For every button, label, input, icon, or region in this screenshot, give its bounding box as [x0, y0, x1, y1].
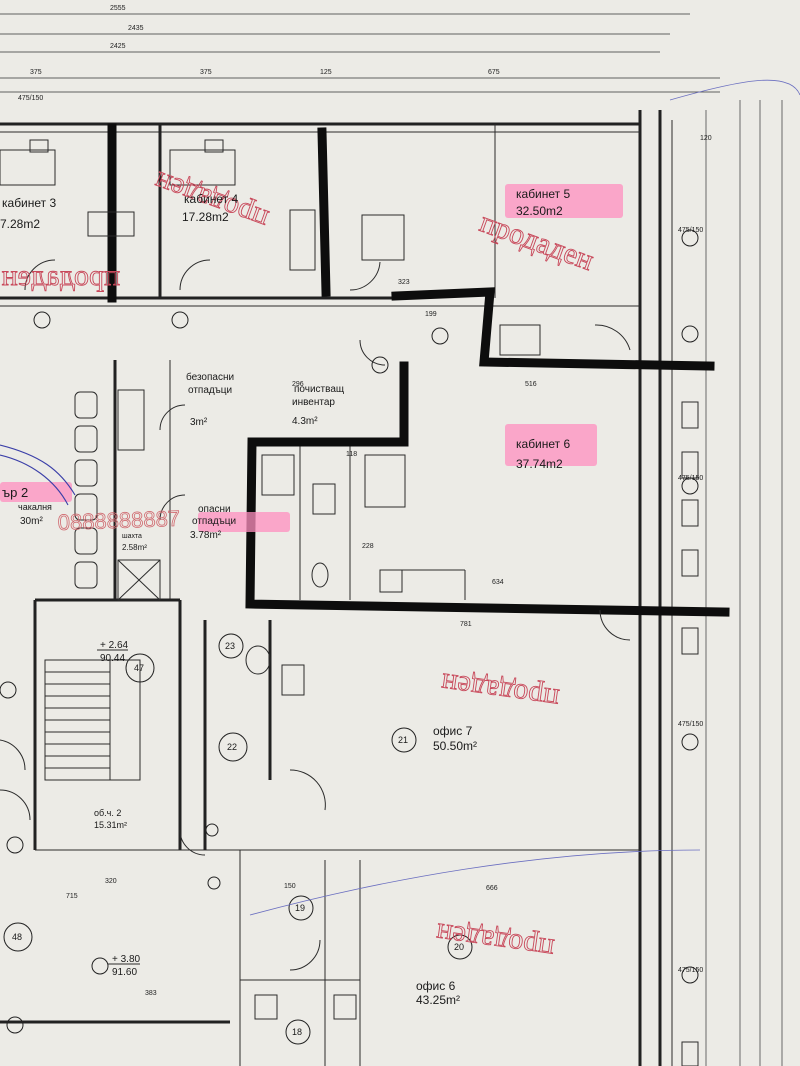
room-labels: кабинет 3 7.28m2 кабинет 4 17.28m2 кабин…	[0, 187, 570, 1007]
room-number-markers	[0, 229, 699, 1045]
dim-2555: 2555	[110, 5, 126, 12]
room-area-waiting: 30m²	[20, 516, 43, 527]
outer-walls	[0, 110, 673, 1066]
dim-323: 323	[398, 279, 410, 286]
room-number-48: 48	[12, 932, 22, 942]
dim-118: 118	[346, 451, 357, 458]
dim-150: 150	[284, 883, 296, 890]
room-name-cleaning-2: инвентар	[292, 397, 335, 408]
right-dimension-lines	[705, 100, 783, 1066]
room-area-cabinet-4: 17.28m2	[182, 210, 229, 224]
room-name-hazard-waste-2: отпадъци	[192, 516, 236, 527]
room-number-23: 23	[225, 641, 235, 651]
dim-666: 666	[486, 885, 498, 892]
room-name-waiting: чакалня	[18, 502, 52, 512]
room-number-47: 47	[134, 663, 144, 673]
window-tag-3: 475/150	[678, 721, 703, 728]
room-name-safe-waste: безопасни	[186, 371, 234, 383]
dim-228: 228	[362, 543, 374, 550]
room-name-shaft: шахта	[122, 533, 142, 540]
room-name-safe-waste-2: отпадъци	[188, 385, 232, 396]
marker-lines	[107, 123, 730, 617]
dim-2435: 2435	[128, 25, 144, 32]
dim-634: 634	[492, 579, 504, 586]
window-tag-2: 475/150	[678, 475, 703, 482]
room-area-hazard-waste: 3.78m²	[190, 530, 222, 541]
dim-125: 125	[320, 69, 332, 76]
level-1-value: 90.44	[100, 653, 125, 664]
room-name-cabinet-4: кабинет 4	[184, 192, 238, 206]
room-area-office-7: 50.50m²	[433, 739, 477, 753]
room-number-19: 19	[295, 903, 305, 913]
room-area-shaft: 2.58m²	[122, 543, 147, 552]
room-number-labels: 47 23 22 21 19 18 20 48	[12, 641, 464, 1037]
door-swings	[0, 259, 631, 971]
level-1-elevation: + 2.64	[100, 640, 129, 651]
room-area-cabinet-6: 37.74m2	[516, 457, 563, 471]
radiators	[681, 401, 699, 1066]
dim-375-a: 375	[30, 69, 42, 76]
room-name-cabinet-3: кабинет 3	[2, 196, 56, 210]
room-number-20: 20	[454, 942, 464, 952]
highlight-marks	[0, 184, 623, 532]
room-number-18: 18	[292, 1027, 302, 1037]
window-tag-5: 475/150	[18, 95, 43, 102]
level-2-value: 91.60	[112, 967, 137, 978]
room-name-zone-2: ър 2	[2, 485, 28, 500]
room-name-office-7: офис 7	[433, 724, 473, 738]
pen-scribbles	[0, 79, 800, 916]
window-tag-4: 475/150	[678, 967, 703, 974]
dim-2425: 2425	[110, 43, 126, 50]
window-tag-1: 475/150	[678, 227, 703, 234]
room-area-cabinet-3: 7.28m2	[0, 217, 40, 231]
room-number-22: 22	[227, 742, 237, 752]
room-area-cleaning: 4.3m²	[292, 416, 318, 427]
room-name-office-6: офис 6	[416, 979, 456, 993]
level-markers: + 2.64 90.44 + 3.80 91.60	[97, 640, 141, 978]
top-dimension-lines: 2555 2435 2425 375 375 125 675 120	[0, 5, 720, 142]
room-name-obch-2: об.ч. 2	[94, 808, 121, 818]
dim-781: 781	[460, 621, 472, 628]
dim-715: 715	[66, 893, 78, 900]
room-name-cabinet-5: кабинет 5	[516, 187, 570, 201]
dim-383: 383	[145, 990, 157, 997]
room-name-cleaning: почистващ	[294, 384, 344, 395]
waiting-chairs	[74, 389, 145, 589]
dim-675: 675	[488, 69, 500, 76]
misc-dimensions: 516 634 781 666 715 320 150 383 199 323 …	[66, 279, 537, 997]
room-area-cabinet-5: 32.50m2	[516, 204, 563, 218]
room-name-hazard-waste: опасни	[198, 504, 231, 515]
window-tags: 475/150 475/150 475/150 475/150 475/150	[18, 95, 703, 974]
room-name-cabinet-6: кабинет 6	[516, 437, 570, 451]
dim-516: 516	[525, 381, 537, 388]
stair-flight	[44, 559, 161, 781]
dim-375-b: 375	[200, 69, 212, 76]
dim-296: 296	[292, 381, 304, 388]
sold-stamp-2: продаден	[2, 259, 120, 292]
dim-320: 320	[105, 878, 117, 885]
room-number-21: 21	[398, 735, 408, 745]
room-area-obch-2: 15.31m²	[94, 820, 127, 830]
phone-watermark: 0888888887	[57, 506, 180, 535]
dim-199: 199	[425, 311, 437, 318]
level-2-elevation: + 3.80	[112, 954, 141, 965]
room-area-safe-waste: 3m²	[190, 417, 208, 428]
room-area-office-6: 43.25m²	[416, 993, 460, 1007]
fixtures	[0, 139, 541, 1020]
